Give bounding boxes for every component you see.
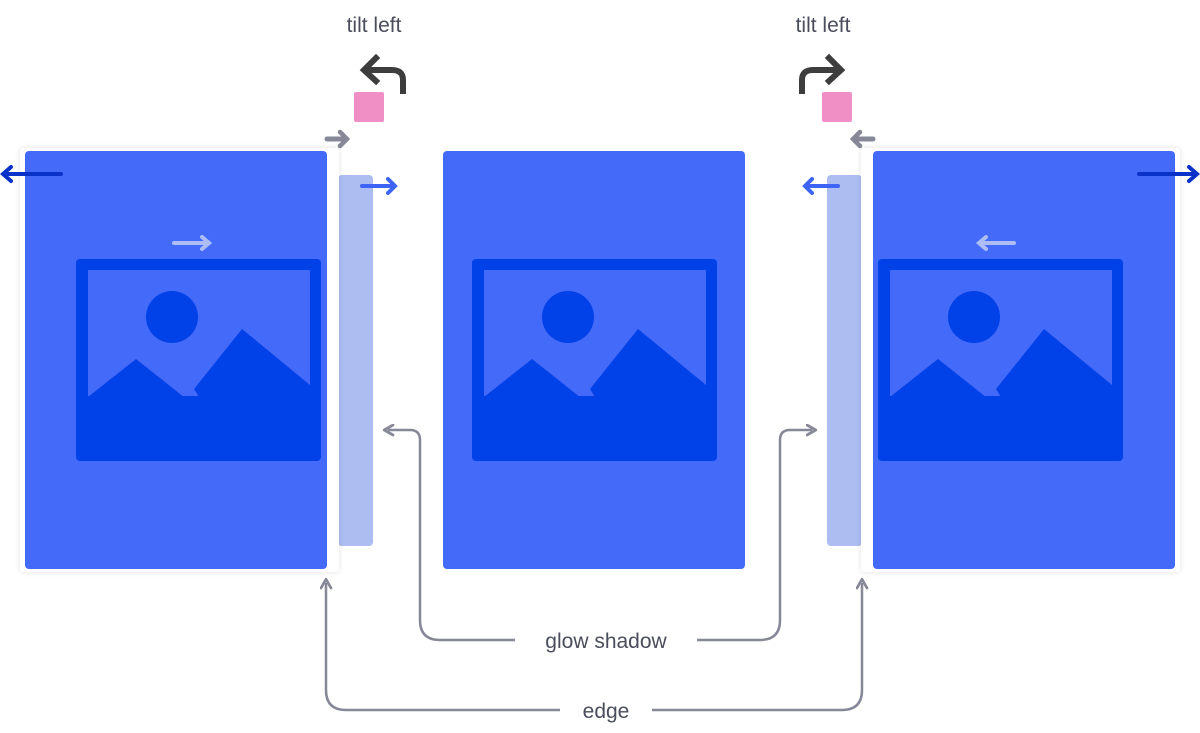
content-shift-arrow-left	[975, 235, 1016, 251]
glow-arrow-left	[802, 177, 840, 195]
edge-shift-arrow-right	[324, 129, 351, 149]
edge-connector-right	[652, 583, 862, 712]
image-icon	[76, 259, 321, 461]
glow-shadow-connector-left	[388, 430, 515, 642]
tilt-left-label-2: tilt left	[796, 14, 851, 37]
rotate-counterclockwise-icon	[359, 53, 406, 94]
rotate-clockwise-icon	[799, 53, 846, 94]
content-shift-arrow-right	[172, 235, 213, 251]
pivot-marker-right	[822, 92, 852, 122]
edge-connector-left	[326, 583, 560, 712]
glow-shadow-connector-right	[697, 430, 812, 642]
image-icon	[472, 259, 717, 461]
glow-shadow-left	[338, 175, 373, 546]
edge-label: edge	[583, 700, 630, 723]
glow-shadow-label: glow shadow	[545, 630, 667, 653]
glow-shadow-right	[827, 175, 862, 546]
arrow-right-outward	[1137, 165, 1200, 183]
tilt-left-label-1: tilt left	[347, 14, 402, 37]
image-icon	[878, 259, 1123, 461]
arrow-left-outward	[0, 165, 63, 183]
edge-shift-arrow-left	[849, 129, 876, 149]
glow-arrow-right	[360, 177, 398, 195]
pivot-marker-left	[354, 92, 384, 122]
